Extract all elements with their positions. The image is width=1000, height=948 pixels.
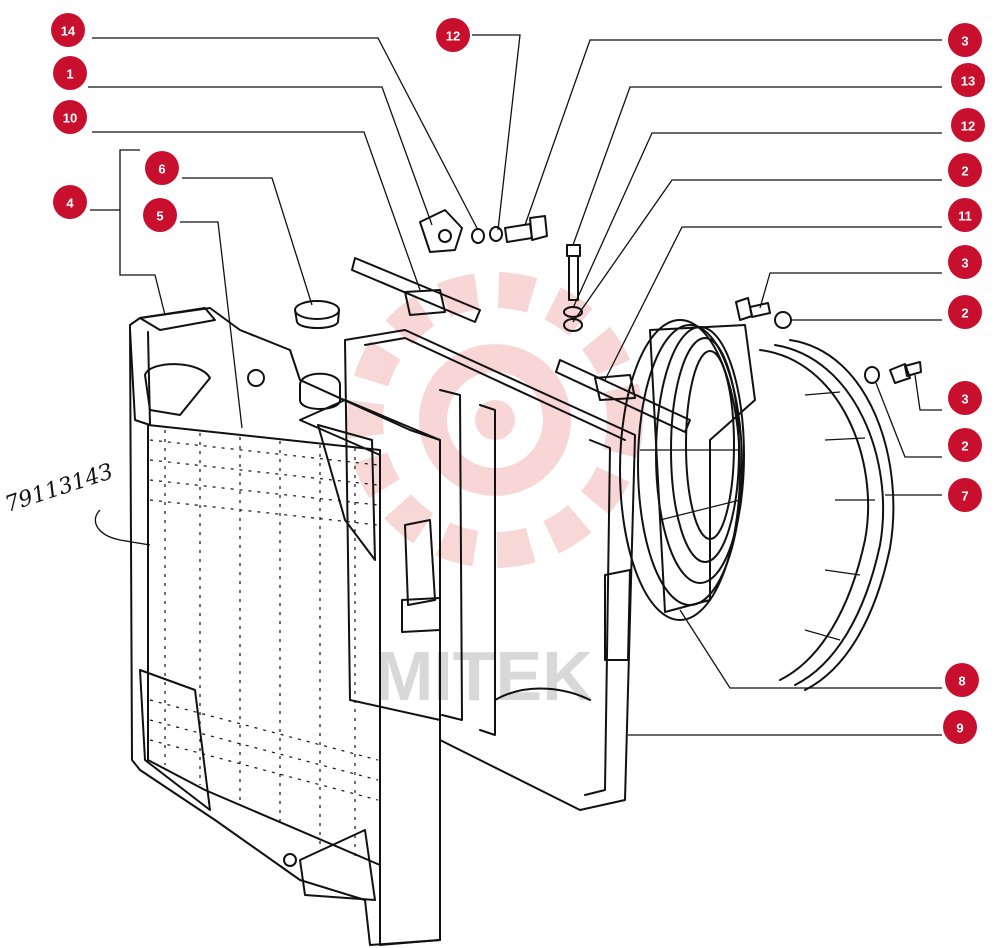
callout-badge-c13: 13 xyxy=(951,63,985,97)
callout-badge-c3b: 3 xyxy=(948,245,982,279)
callout-badge-c11: 11 xyxy=(948,198,982,232)
callout-badge-circle xyxy=(948,198,982,232)
radiator-cap xyxy=(294,300,340,329)
callout-label: 6 xyxy=(158,162,165,177)
callout-badge-circle xyxy=(53,56,87,90)
bolt-3-right-lower xyxy=(889,361,922,384)
radiator-core xyxy=(129,307,441,946)
callout-label: 4 xyxy=(66,196,74,211)
callout-label: 12 xyxy=(446,29,460,44)
callout-label: 5 xyxy=(156,209,163,224)
callout-label: 3 xyxy=(961,392,968,407)
callout-badge-c7: 7 xyxy=(948,478,982,512)
callout-badge-circle xyxy=(948,428,982,462)
fan-shroud-ring xyxy=(759,339,895,691)
callout-label: 1 xyxy=(66,67,73,82)
callout-label: 2 xyxy=(961,164,968,179)
callout-badge-c1: 1 xyxy=(53,56,87,90)
strap-10 xyxy=(351,257,481,323)
callout-label: 7 xyxy=(961,489,968,504)
fan-guard xyxy=(619,319,756,621)
handwritten-part-number: 7911314З xyxy=(2,459,116,517)
callout-label: 2 xyxy=(961,306,968,321)
washer-12-top xyxy=(489,226,503,242)
callout-label: 14 xyxy=(61,24,76,39)
bolt-3-top xyxy=(504,215,548,243)
shroud-frame xyxy=(344,329,636,811)
callout-badge-circle xyxy=(51,13,85,47)
callout-badge-c14: 14 xyxy=(51,13,85,47)
callout-badge-c12b: 12 xyxy=(951,108,985,142)
bolt-13 xyxy=(566,244,581,301)
callout-label: 12 xyxy=(961,119,975,134)
callout-label: 8 xyxy=(958,674,965,689)
callout-badge-circle xyxy=(53,100,87,134)
callout-badge-c5: 5 xyxy=(143,198,177,232)
callout-badge-circle xyxy=(948,295,982,329)
callout-label: 3 xyxy=(961,34,968,49)
callout-label: 10 xyxy=(63,111,77,126)
callout-label: 3 xyxy=(961,256,968,271)
callout-badge-circle xyxy=(948,153,982,187)
watermark-text: MITEK xyxy=(375,637,593,715)
bolt-3-right-upper xyxy=(735,297,771,321)
callout-badge-circle xyxy=(145,151,179,185)
callout-badge-circle xyxy=(943,710,977,744)
callout-badge-c2b: 2 xyxy=(948,295,982,329)
callout-badge-circle xyxy=(948,23,982,57)
callout-badge-circle xyxy=(951,63,985,97)
callout-badge-circle xyxy=(945,663,979,697)
hose-clamp xyxy=(419,209,463,253)
callout-badge-c9: 9 xyxy=(943,710,977,744)
callout-label: 2 xyxy=(961,439,968,454)
washer-14 xyxy=(471,228,485,244)
callout-label: 13 xyxy=(961,74,975,89)
callout-badge-c4: 4 xyxy=(53,185,87,219)
radiator-mesh xyxy=(147,424,381,866)
callout-badge-c3a: 3 xyxy=(948,23,982,57)
callout-badge-circle xyxy=(948,381,982,415)
leader-lines xyxy=(88,34,942,736)
callout-badge-circle xyxy=(53,185,87,219)
callout-badge-circle xyxy=(143,198,177,232)
callout-badges: 14 1 10 4 6 5 12 3 13 12 2 11 3 2 3 2 7 8 9 xyxy=(51,13,985,744)
callout-badge-c10: 10 xyxy=(53,100,87,134)
callout-badge-c3c: 3 xyxy=(948,381,982,415)
callout-badge-circle xyxy=(436,18,470,52)
strap-11 xyxy=(555,359,691,433)
callout-badge-c2c: 2 xyxy=(948,428,982,462)
callout-badge-c6: 6 xyxy=(145,151,179,185)
callout-badge-c12a: 12 xyxy=(436,18,470,52)
callout-badge-circle xyxy=(948,478,982,512)
callout-badge-c2a: 2 xyxy=(948,153,982,187)
callout-badge-circle xyxy=(951,108,985,142)
callout-badge-circle xyxy=(948,245,982,279)
nut-2-right-upper xyxy=(774,311,792,329)
callout-label: 11 xyxy=(958,209,972,224)
callout-label: 9 xyxy=(956,721,963,736)
nut-2-mid xyxy=(563,318,583,332)
washer-2-right-lower xyxy=(864,366,880,384)
callout-badge-c8: 8 xyxy=(945,663,979,697)
